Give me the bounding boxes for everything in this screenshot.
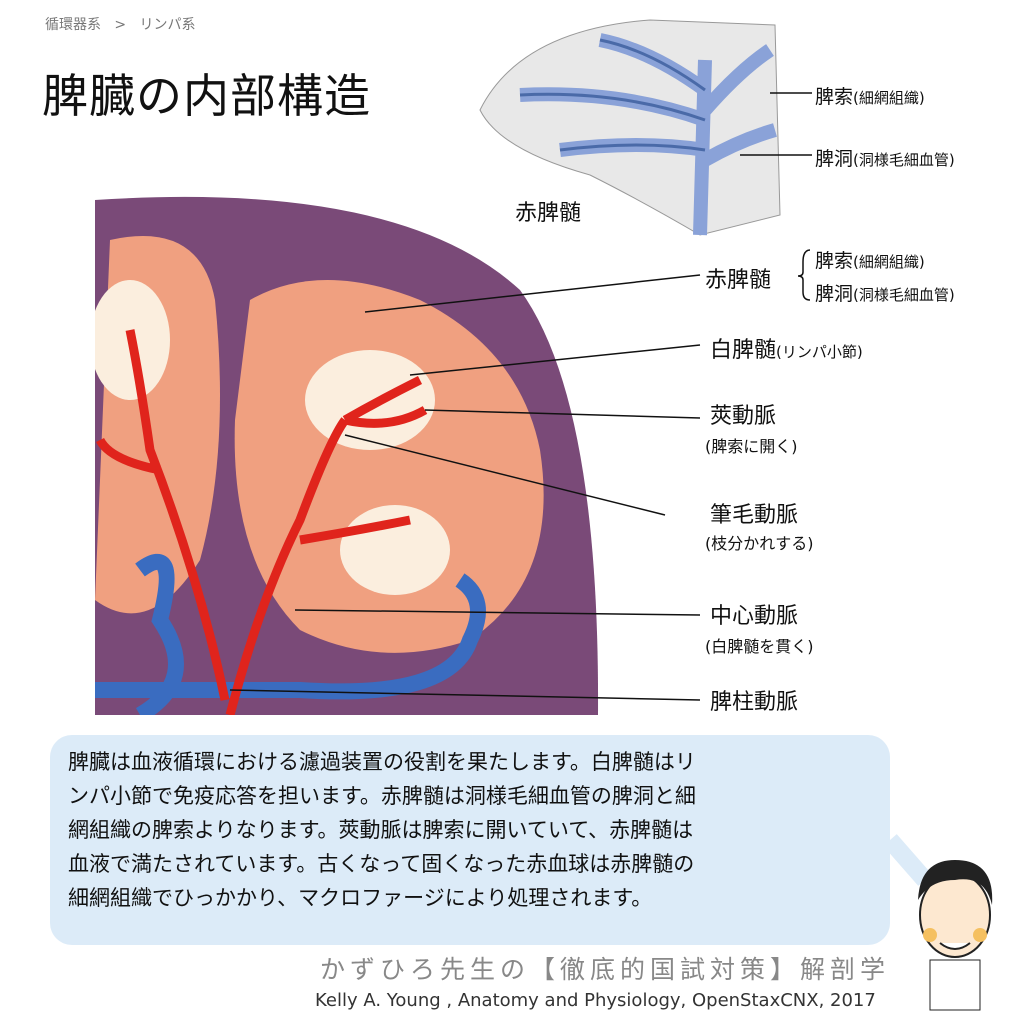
source-credit: Kelly A. Young , Anatomy and Physiology,… <box>315 990 876 1011</box>
bubble-line: ンパ小節で免疫応答を担います。赤脾髄は洞様毛細血管の脾洞と細 <box>68 784 696 808</box>
breadcrumb-parent[interactable]: 循環器系 <box>45 17 101 33</box>
label-white-pulp: 白脾髄(リンパ小節) <box>710 338 863 363</box>
note-sheathed-artery: (脾索に開く) <box>705 437 798 456</box>
label-penicillar-artery: 筆毛動脈 <box>710 503 799 528</box>
bubble-line: 網組織の脾索よりなります。莢動脈は脾索に開いていて、赤脾髄は <box>68 818 694 842</box>
bubble-line: 脾臓は血液循環における濾過装置の役割を果たします。白脾髄はリ <box>68 750 696 774</box>
breadcrumb-separator: > <box>114 17 127 33</box>
white-pulp <box>305 350 435 450</box>
label-sheathed-artery: 莢動脈 <box>710 404 777 429</box>
label-trabecular-artery: 脾柱動脈 <box>710 690 799 715</box>
red-pulp-microscopy-image <box>479 19 781 236</box>
red-pulp-right <box>234 280 544 653</box>
breadcrumb: 循環器系 > リンパ系 <box>45 14 195 34</box>
label-splenic-cord-top: 脾索(細網組織) <box>815 86 925 108</box>
note-penicillar-artery: (枝分かれする) <box>705 534 814 553</box>
page-title: 脾臓の内部構造 <box>42 69 371 123</box>
explanation-bubble: 脾臓は血液循環における濾過装置の役割を果たします。白脾髄はリ ンパ小節で免疫応答… <box>50 735 890 945</box>
label-red-pulp: 赤脾髄 <box>705 268 772 293</box>
label-red-cord: 脾索(細網組織) <box>815 250 925 272</box>
label-central-artery: 中心動脈 <box>710 604 799 629</box>
breadcrumb-current: リンパ系 <box>139 17 196 33</box>
series-credit: かずひろ先生の【徹底的国試対策】解剖学 <box>320 955 891 984</box>
label-splenic-sinus-top: 脾洞(洞様毛細血管) <box>815 148 955 170</box>
bubble-line: 血液で満たされています。古くなって固くなった赤血球は赤脾髄の <box>68 852 695 876</box>
label-red-pulp-top: 赤脾髄 <box>515 201 582 226</box>
doctor-avatar <box>883 834 993 1011</box>
artery <box>95 329 428 715</box>
note-central-artery: (白脾髄を貫く) <box>705 637 814 656</box>
leader-lines <box>229 92 812 701</box>
bubble-line: 細網組織でひっかかり、マクロファージにより処理されます。 <box>68 886 653 910</box>
label-red-sinus: 脾洞(洞様毛細血管) <box>815 283 955 305</box>
vein <box>95 553 486 715</box>
